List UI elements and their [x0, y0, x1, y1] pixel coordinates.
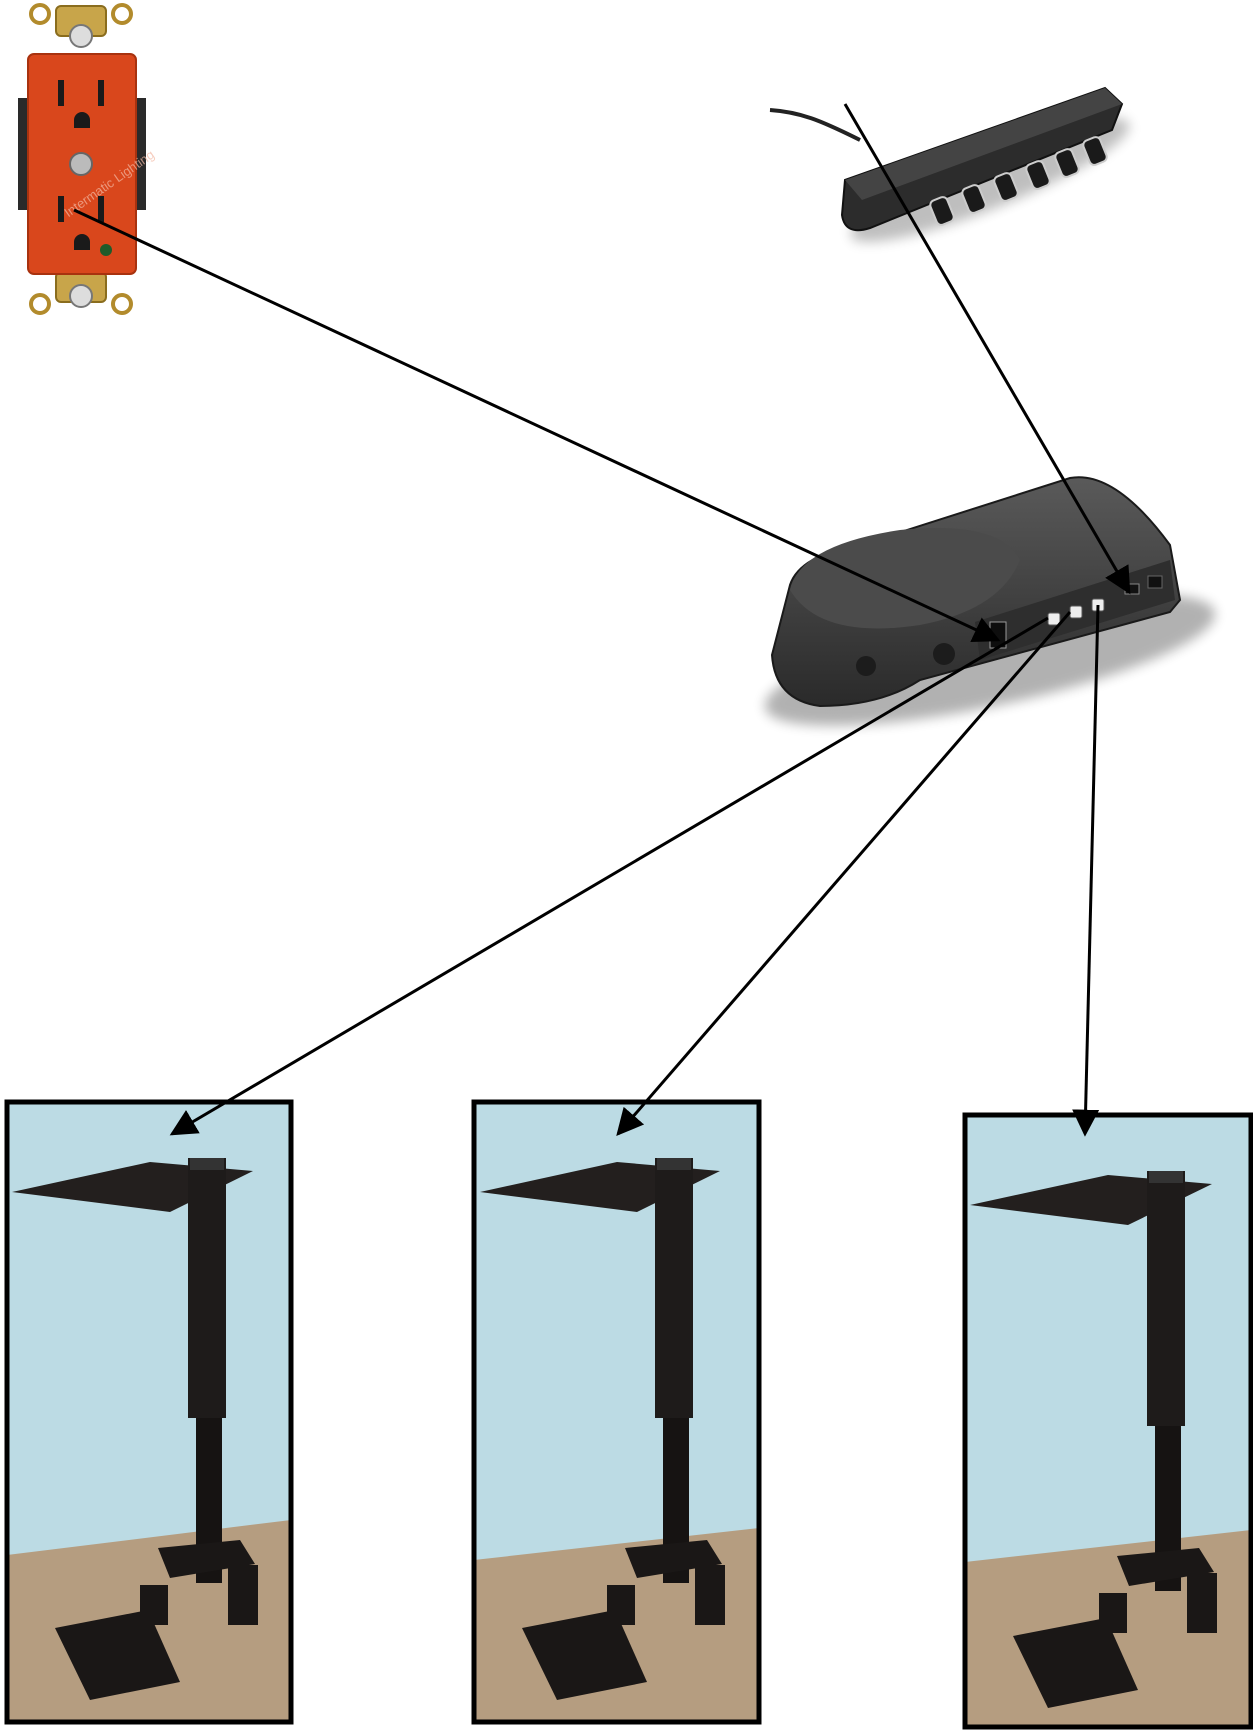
motor-port-1	[1048, 613, 1060, 625]
lift-column-2	[474, 1102, 759, 1722]
handset-keypad	[770, 88, 1140, 262]
arrow-outlet-to-control-box	[74, 210, 998, 640]
duplex-outlet: Intermatic Lighting	[18, 5, 157, 313]
arrow-control-box-to-lift-1	[172, 618, 1048, 1134]
motor-port-2	[1070, 606, 1082, 618]
lift-column-3	[965, 1115, 1251, 1727]
arrow-control-box-to-lift-3	[1085, 605, 1098, 1134]
control-box	[755, 477, 1224, 753]
lift-column-1	[7, 1102, 291, 1722]
